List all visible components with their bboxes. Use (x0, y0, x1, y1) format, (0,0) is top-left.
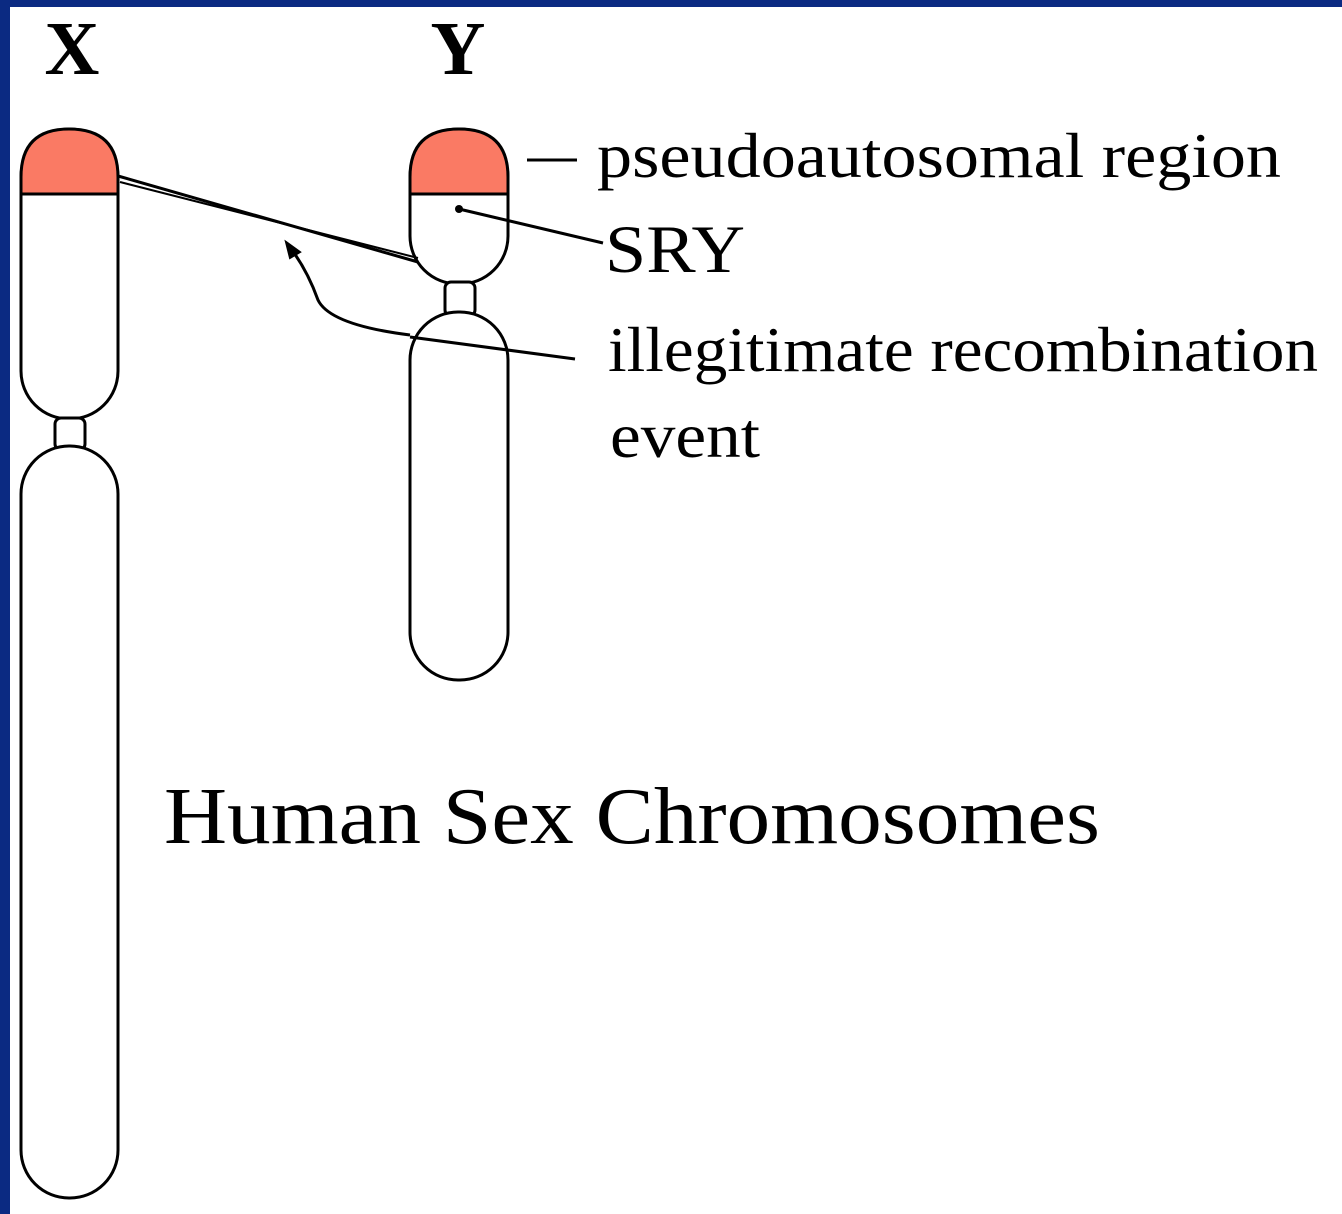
chromosome-x (21, 129, 118, 1198)
recombination-arrow-curve (292, 250, 410, 335)
chromosome-y-long-arm (410, 312, 508, 680)
pseudoautosomal-label: pseudoautosomal region (597, 120, 1281, 191)
chromosome-x-label: X (45, 7, 100, 91)
chromosome-y-pseudoautosomal-cap (410, 129, 508, 194)
recombination-line-shadow (120, 182, 418, 258)
sry-label: SRY (605, 211, 745, 287)
recombination-arrow-head-icon (286, 242, 300, 258)
recombination-label-line2: event (610, 400, 760, 471)
diagram-title: Human Sex Chromosomes (164, 773, 1100, 861)
chromosome-x-pseudoautosomal-cap (21, 129, 118, 194)
chromosome-x-long-arm (21, 446, 118, 1198)
recombination-connector (118, 176, 418, 335)
recombination-label-line1: illegitimate recombination (608, 314, 1318, 385)
chromosome-y-label: Y (431, 7, 486, 91)
